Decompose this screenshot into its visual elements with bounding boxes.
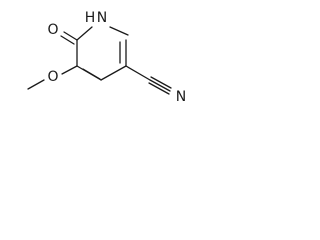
bond-o-methyl: [27, 79, 45, 90]
bond-n1-c6: [109, 26, 129, 36]
bond-nitrile-triple-2: [150, 76, 172, 89]
atom-label-n: N: [97, 10, 107, 26]
bond-c5-c-nitrile: [125, 65, 151, 81]
bond-c3-c4-inner: [82, 68, 101, 80]
bond-c2-o-carbonyl: [63, 31, 78, 41]
bond-n1-c2: [76, 26, 93, 41]
atom-label-n-nitrile: N: [176, 89, 186, 105]
bond-nitrile-triple-1: [149, 79, 171, 92]
bond-c4-c5: [100, 65, 127, 81]
bond-nitrile-triple-3: [148, 82, 170, 95]
atom-label-h: H: [85, 10, 96, 26]
molecule-drawing: H N O O N: [27, 10, 186, 105]
atom-label-o-carbonyl: O: [47, 22, 58, 38]
bond-c2-o-carbonyl-double: [60, 35, 75, 45]
bond-c3-o-methoxy: [61, 65, 78, 75]
atom-label-o-methoxy: O: [47, 69, 58, 85]
structure-canvas: H N O O N: [0, 0, 218, 127]
